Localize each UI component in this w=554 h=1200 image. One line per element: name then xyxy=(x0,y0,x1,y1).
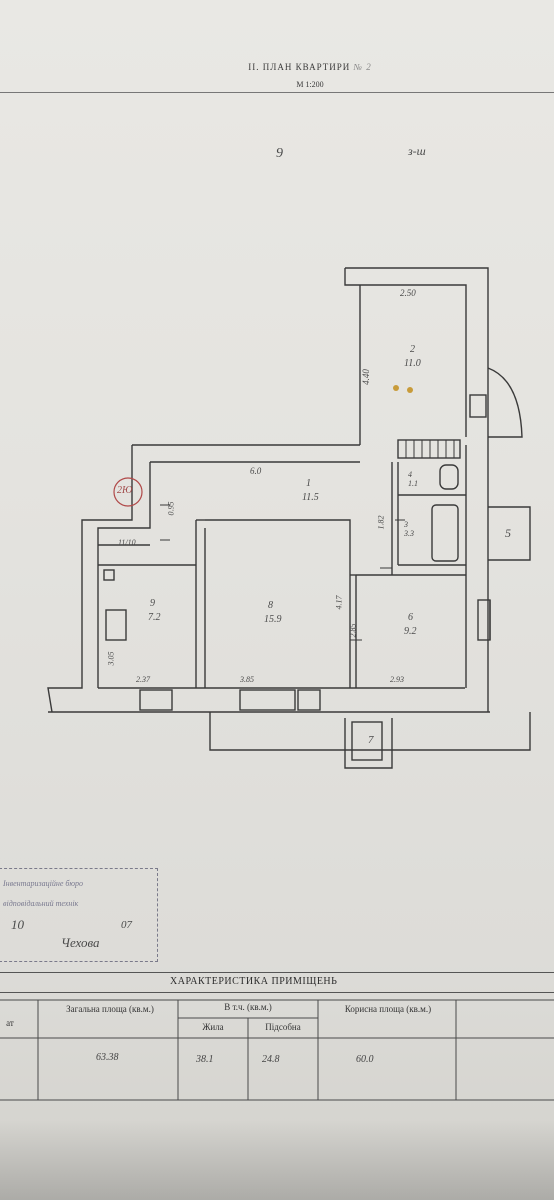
dim-hall-right: 1.82 xyxy=(376,515,386,530)
val-aux: 24.8 xyxy=(262,1054,280,1065)
room-6-num: 6 xyxy=(408,612,413,623)
plan-number: № 2 xyxy=(353,62,372,72)
plan-scale: М 1:200 xyxy=(296,80,324,89)
col-total-header: Загальна площа (кв.м.) xyxy=(66,1004,154,1014)
header-rule xyxy=(0,92,554,93)
col-incl-header: В т.ч. (кв.м.) xyxy=(224,1002,272,1012)
characteristics-title: ХАРАКТЕРИСТИКА ПРИМІЩЕНЬ xyxy=(170,976,338,987)
inventory-stamp: Інвентаризаційне бюро відповідальний тех… xyxy=(0,868,158,962)
loggia-dot xyxy=(407,387,413,393)
inventory-circle-marker xyxy=(113,477,143,507)
plan-title: II. ПЛАН КВАРТИРИ № 2 xyxy=(248,62,372,72)
dim-room6-side: 2.85 xyxy=(348,623,358,638)
floor-mark: 9 xyxy=(276,146,283,161)
col-living-header: Жила xyxy=(202,1022,224,1032)
bottom-shadow xyxy=(0,1120,554,1200)
dim-hall-left: 0.95 xyxy=(166,501,176,516)
dim-kitchen-bottom: 2.37 xyxy=(136,675,150,684)
room-6-area: 9.2 xyxy=(404,626,417,637)
dim-loggia-top: 2.50 xyxy=(400,288,416,298)
room-5-num: 5 xyxy=(505,526,511,540)
stamp-line-2: відповідальний технік xyxy=(3,899,79,908)
val-living: 38.1 xyxy=(196,1054,214,1065)
stamp-line-3: 10 xyxy=(11,917,24,932)
stamp-line-3-right: 07 xyxy=(121,919,132,931)
circle-label: 2Ю xyxy=(117,485,133,496)
room-2-num: 2 xyxy=(410,344,415,355)
dim-loggia-side: 4.40 xyxy=(360,369,371,385)
table-rule xyxy=(0,992,554,993)
dim-room6-bottom: 2.93 xyxy=(390,675,404,684)
dim-room8-bottom: 3.85 xyxy=(240,675,254,684)
stamp-line-1: Інвентаризаційне бюро xyxy=(3,879,84,888)
room-7-num: 7 xyxy=(368,734,374,746)
room-2-area: 11.0 xyxy=(404,358,421,369)
col-aux-header: Підсобна xyxy=(265,1022,301,1032)
floor-plan xyxy=(47,267,531,769)
room-1-area: 11.5 xyxy=(302,492,319,503)
dim-kitchen-side: 3.05 xyxy=(106,651,116,666)
col-left-partial: ат xyxy=(6,1018,14,1028)
val-useful: 60.0 xyxy=(356,1054,374,1065)
room-1-num: 1 xyxy=(306,478,311,489)
stamp-signature: Чехова xyxy=(61,935,100,950)
loggia-dot xyxy=(393,385,399,391)
dim-room8-side: 4.17 xyxy=(334,595,344,610)
characteristics-grid xyxy=(0,999,554,1101)
dim-hall-top: 6.0 xyxy=(250,466,262,476)
room-8-area: 15.9 xyxy=(264,614,282,625)
room-8-num: 8 xyxy=(268,600,273,611)
table-top-rule xyxy=(0,972,554,973)
val-total: 63.38 xyxy=(96,1052,119,1063)
col-useful-header: Корисна площа (кв.м.) xyxy=(344,1004,432,1014)
room-9-area: 7.2 xyxy=(148,612,161,623)
room-9-num: 9 xyxy=(150,598,155,609)
corner-mark: з-ш xyxy=(408,144,426,158)
dim-closet: 11/10 xyxy=(118,538,136,547)
